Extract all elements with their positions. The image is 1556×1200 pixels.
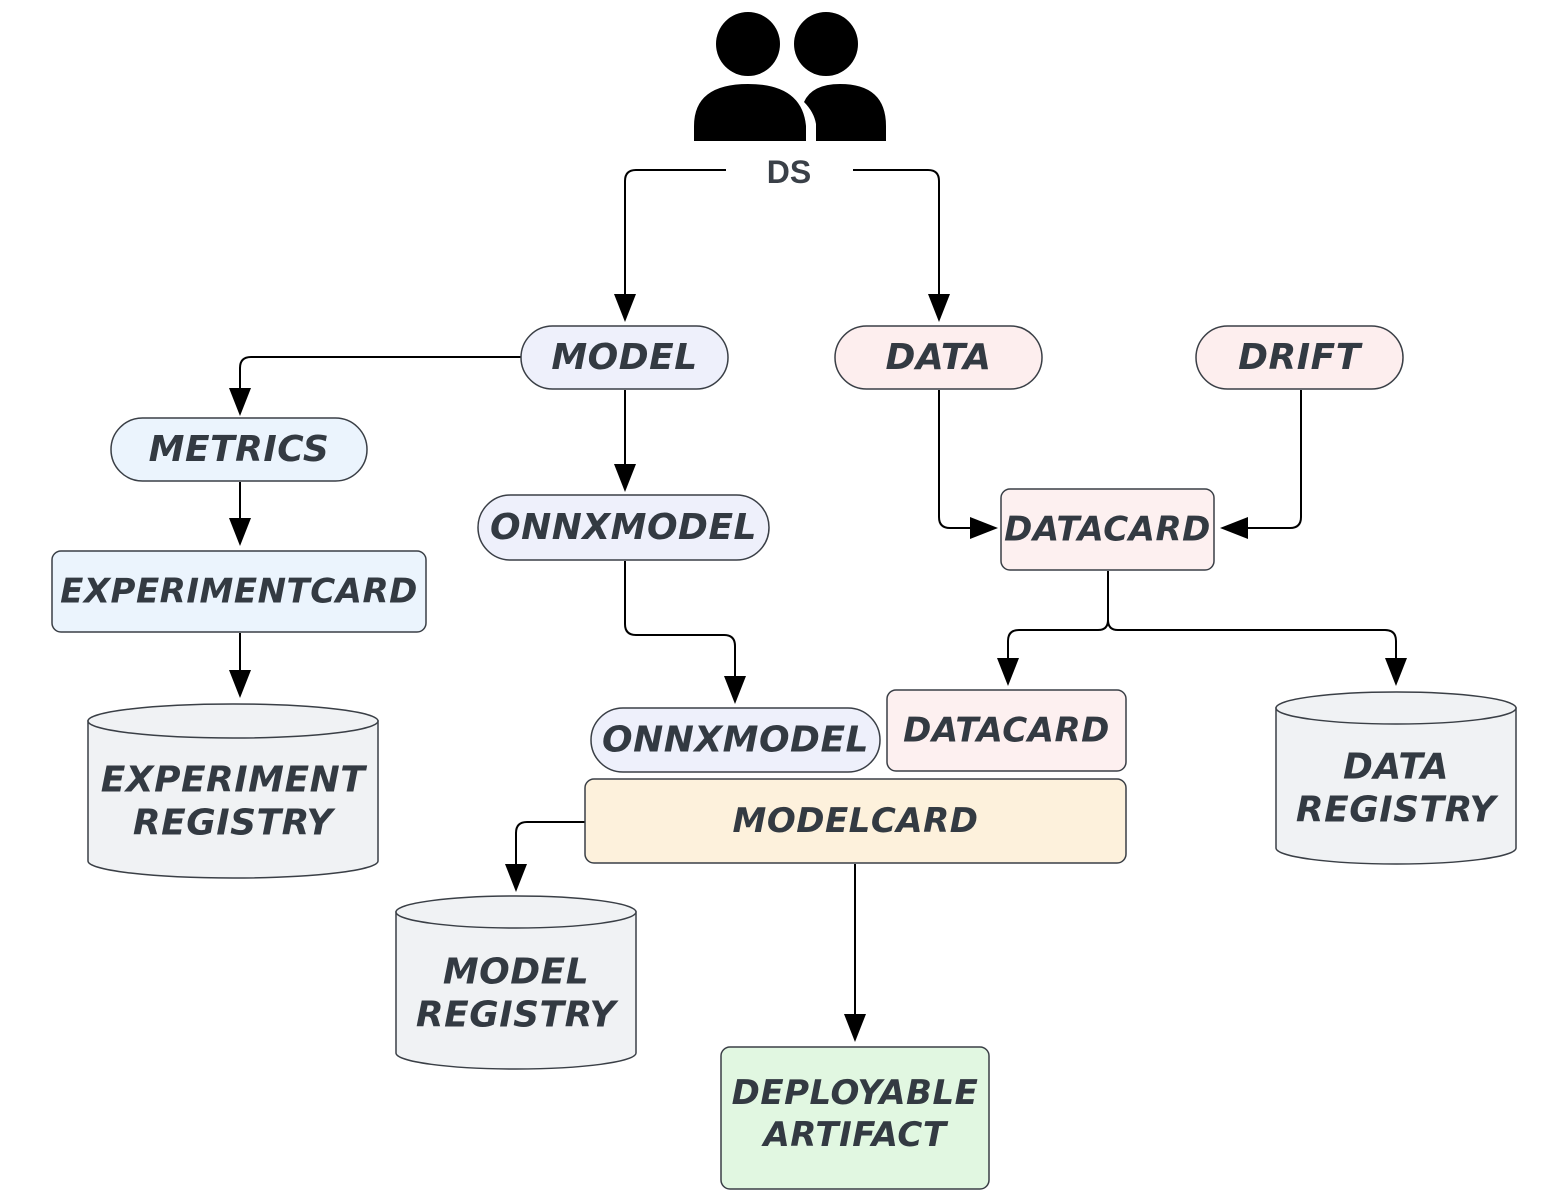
edge-data-datacard <box>938 390 972 529</box>
deployable-artifact-label-line1: DEPLOYABLE <box>732 1073 979 1113</box>
datacard-node-top[interactable]: DATACARD <box>1000 488 1215 571</box>
data-registry-cylinder[interactable]: DATA REGISTRY <box>1275 691 1517 865</box>
datacard-bottom-label: DATACARD <box>903 711 1110 751</box>
arrowhead <box>844 1014 866 1042</box>
model-registry-label-line2: REGISTRY <box>416 995 620 1036</box>
onnxmodel-top-label: ONNXMODEL <box>490 507 757 548</box>
arrowhead <box>229 518 251 546</box>
onnxmodel-node-bottom[interactable]: ONNXMODEL <box>590 707 881 773</box>
edge-modelcard-registry <box>515 821 585 866</box>
data-registry-label-line1: DATA <box>1343 747 1449 788</box>
arrowhead <box>1385 658 1407 686</box>
actor-label: DS <box>767 154 811 190</box>
arrowhead <box>229 670 251 698</box>
model-label: MODEL <box>551 337 697 378</box>
arrowhead <box>970 517 998 539</box>
modelcard-label: MODELCARD <box>732 801 978 841</box>
metrics-node[interactable]: METRICS <box>110 417 368 482</box>
data-node[interactable]: DATA <box>834 325 1043 390</box>
edge-model-metrics <box>239 356 521 390</box>
arrowhead <box>505 864 527 892</box>
drift-label: DRIFT <box>1238 337 1363 378</box>
edge-drift-datacard <box>1246 390 1302 529</box>
modelcard-node[interactable]: MODELCARD <box>584 778 1127 864</box>
arrowhead <box>1220 517 1248 539</box>
experiment-registry-cylinder[interactable]: EXPERIMENT REGISTRY <box>87 703 379 879</box>
deployable-artifact-node[interactable]: DEPLOYABLE ARTIFACT <box>720 1046 990 1190</box>
users-icon <box>694 12 886 141</box>
edge-ds-data <box>853 169 940 296</box>
experimentcard-label: EXPERIMENTCARD <box>60 572 418 612</box>
data-registry-label-line2: REGISTRY <box>1296 790 1500 831</box>
deployable-artifact-label-line2: ARTIFACT <box>760 1115 948 1155</box>
arrowhead <box>614 464 636 492</box>
experiment-registry-label-line2: REGISTRY <box>133 803 337 844</box>
arrowhead <box>928 294 950 322</box>
metrics-label: METRICS <box>149 429 330 470</box>
data-label: DATA <box>886 337 992 378</box>
onnxmodel-node-top[interactable]: ONNXMODEL <box>477 494 770 561</box>
edge-ds-model <box>624 169 726 296</box>
model-node[interactable]: MODEL <box>520 325 729 390</box>
experiment-registry-label-line1: EXPERIMENT <box>101 760 367 801</box>
model-registry-cylinder[interactable]: MODEL REGISTRY <box>395 895 637 1070</box>
datacard-node-bottom[interactable]: DATACARD <box>886 689 1127 772</box>
arrowhead <box>614 294 636 322</box>
model-registry-label-line1: MODEL <box>443 952 589 993</box>
edge-onnxmodel-onnxmodel <box>624 561 736 678</box>
onnxmodel-bottom-label: ONNXMODEL <box>602 720 869 761</box>
datacard-top-label: DATACARD <box>1004 510 1211 550</box>
arrowhead <box>724 676 746 704</box>
arrowhead <box>997 658 1019 686</box>
drift-node[interactable]: DRIFT <box>1195 325 1404 390</box>
edge-datacard-registry <box>1107 619 1397 660</box>
edge-datacard-split <box>1007 571 1109 660</box>
arrowhead <box>229 388 251 416</box>
experimentcard-node[interactable]: EXPERIMENTCARD <box>51 550 427 633</box>
edges <box>229 169 1407 1042</box>
